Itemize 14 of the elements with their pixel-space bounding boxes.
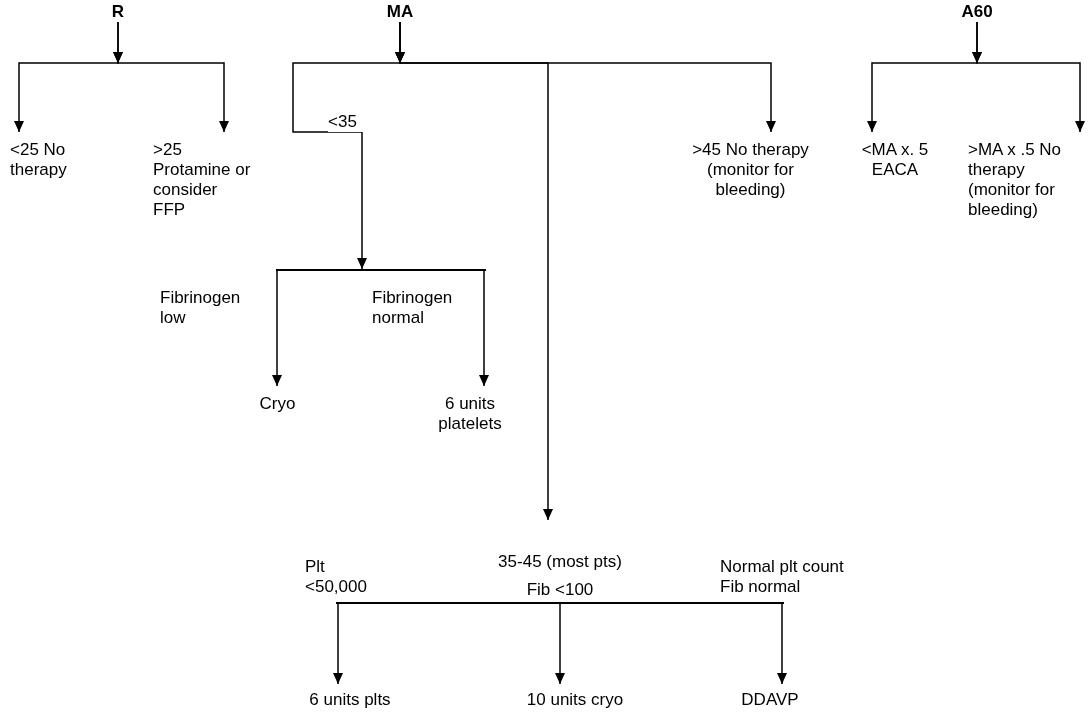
outcome-text: 35-45 (most pts) xyxy=(485,520,635,572)
outcome-text: 6 units plts xyxy=(290,684,410,710)
parameter-heading: A60 xyxy=(953,2,1001,22)
outcome-text: <25 No therapy xyxy=(10,132,85,180)
outcome-text: 10 units cryo xyxy=(510,684,640,710)
outcome-text: >25 Protamine or consider FFP xyxy=(153,132,253,220)
outcome-text: <MA x. 5 EACA xyxy=(855,132,935,180)
outcome-text: 6 units platelets xyxy=(430,386,510,434)
parameter-heading: MA xyxy=(378,2,422,22)
outcome-text: >45 No therapy (monitor for bleeding) xyxy=(683,132,818,200)
parameter-heading: R xyxy=(103,2,133,22)
outcome-text: >MA x .5 No therapy (monitor for bleeding) xyxy=(968,132,1083,220)
outcome-text: Cryo xyxy=(250,386,305,414)
outcome-text: DDAVP xyxy=(725,684,815,710)
